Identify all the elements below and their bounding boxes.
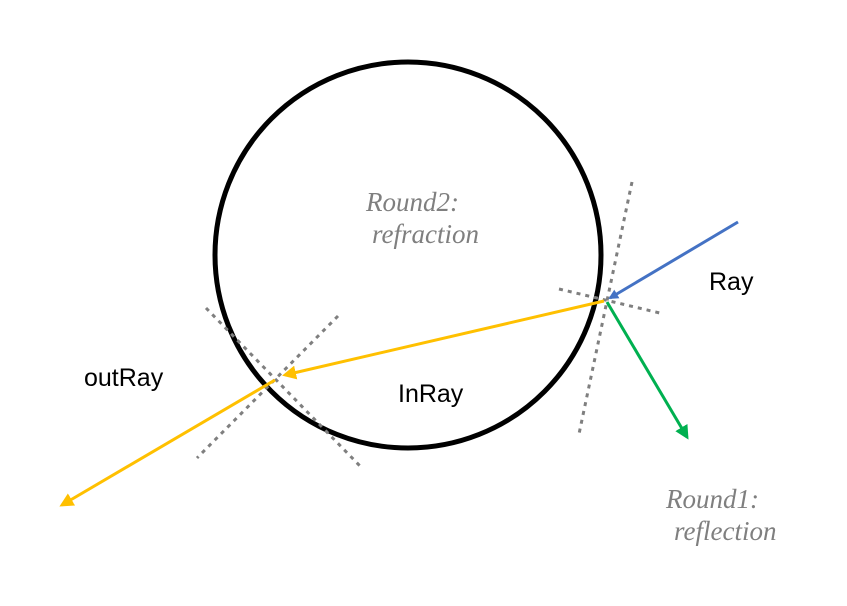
refracted-ray-inside (282, 299, 605, 380)
label-in-ray: InRay (398, 380, 464, 408)
outgoing-ray (59, 378, 276, 507)
incident-ray (608, 220, 739, 300)
note-round1-subtitle: reflection (674, 516, 777, 547)
tangent-line-exit (195, 314, 340, 460)
tangent-line-entry (577, 181, 634, 435)
normal-line-exit (204, 306, 362, 468)
note-round1-reflection: Round1: reflection (666, 483, 776, 548)
note-round2-subtitle: refraction (372, 219, 479, 250)
note-round2-title: Round2: (366, 187, 459, 217)
droplet-circle (212, 59, 604, 451)
note-round2-refraction: Round2: refraction (366, 186, 479, 251)
reflected-ray (605, 301, 689, 440)
label-ray: Ray (709, 268, 754, 296)
label-out-ray: outRay (84, 364, 164, 392)
note-round1-title: Round1: (666, 484, 759, 514)
